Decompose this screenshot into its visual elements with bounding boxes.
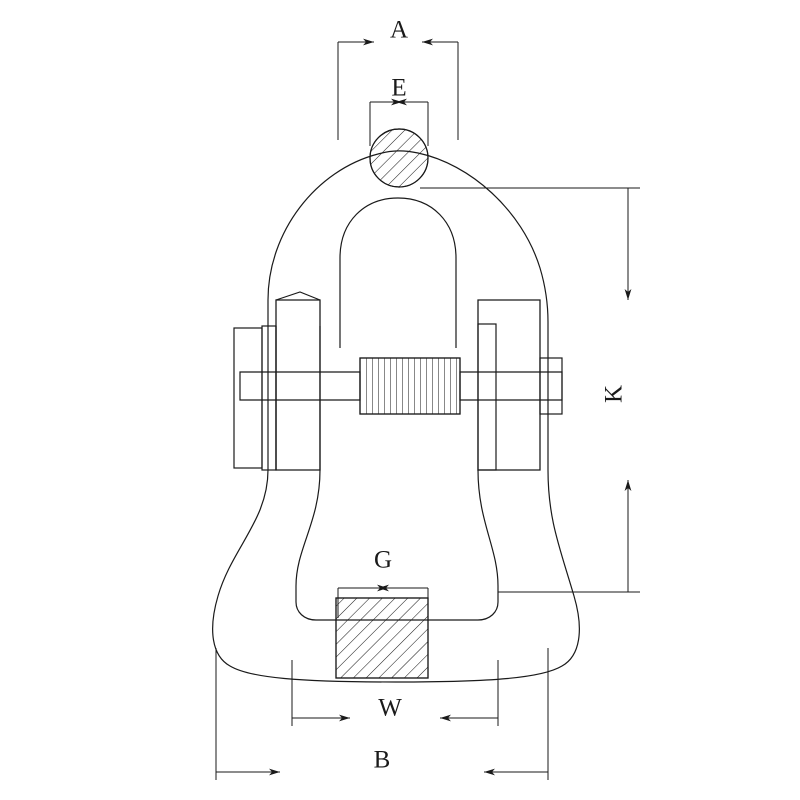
top-pin-section: [369, 128, 429, 188]
dimension-e-label: E: [391, 75, 406, 102]
dimension-w: W: [291, 660, 499, 726]
dimension-a: A: [337, 17, 459, 140]
dimension-a-label: A: [390, 17, 408, 44]
dimension-g: G: [337, 547, 429, 618]
dimension-e: E: [369, 75, 429, 146]
dimension-g-label: G: [374, 547, 392, 574]
dimension-k: K: [420, 187, 640, 593]
dimension-b: B: [215, 648, 549, 780]
dimension-k-label: K: [601, 385, 628, 403]
dimension-w-label: W: [378, 695, 402, 722]
link-upper-body-outline: [267, 150, 549, 470]
center-bolt-assembly: [233, 323, 563, 471]
dimension-b-label: B: [374, 747, 391, 774]
bottom-section-hatching: [335, 597, 429, 679]
